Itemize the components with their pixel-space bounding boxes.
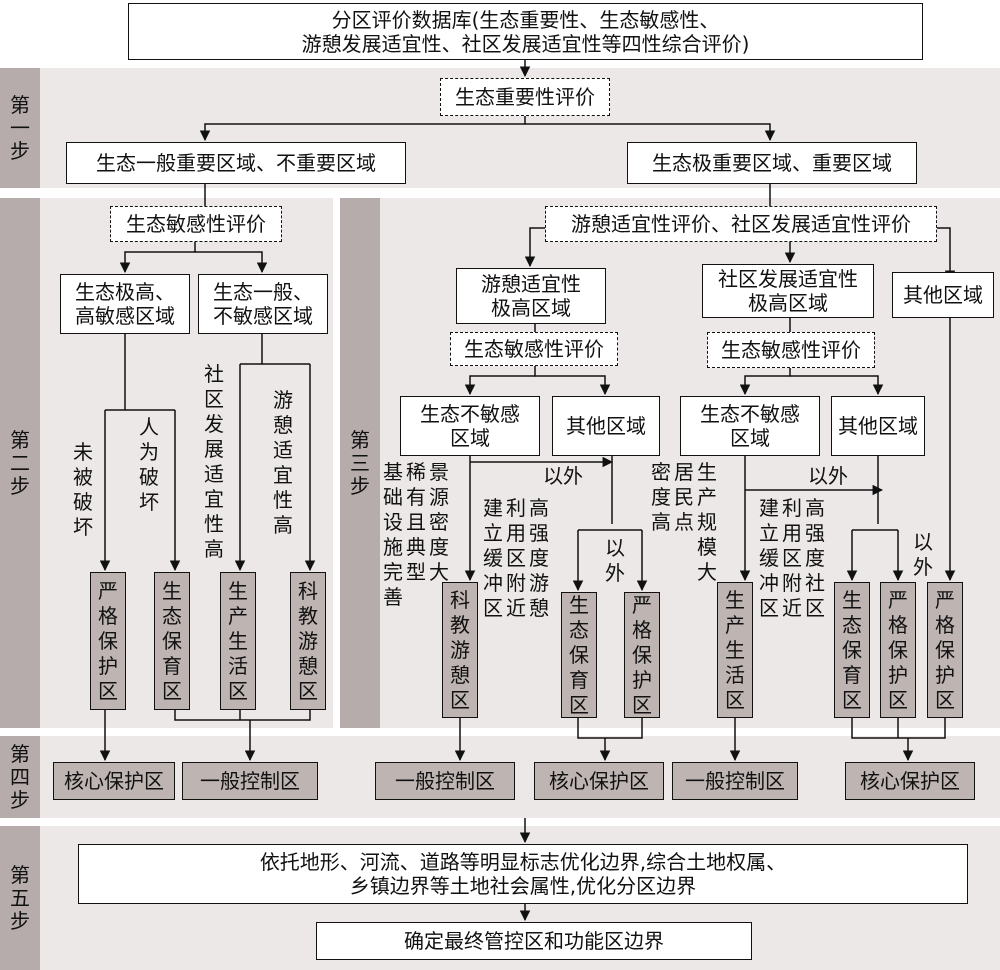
high-sensitivity-area-box: 生态极高、 高敏感区域 bbox=[60, 274, 190, 334]
step5-label: 第五步 bbox=[0, 826, 40, 970]
ecological-importance-eval-box: 生态重要性评价 bbox=[440, 78, 610, 116]
step2-sensitivity-eval-box: 生态敏感性评价 bbox=[110, 206, 282, 242]
label-undamaged: 未被破坏 bbox=[73, 440, 93, 539]
label-near-use-2: 利用区附近 bbox=[782, 496, 802, 620]
s3-rec-strict-protection-zone: 严格保护区 bbox=[624, 592, 660, 718]
community-high-area-box: 社区发展适宜性 极高区域 bbox=[702, 264, 874, 318]
s3-science-recreation-zone: 科教游憩区 bbox=[442, 582, 478, 718]
s4-general-control-1: 一般控制区 bbox=[182, 762, 318, 800]
step4-label: 第四步 bbox=[0, 736, 40, 818]
general-importance-area-box: 生态一般重要区域、不重要区域 bbox=[66, 142, 406, 184]
label-infrastructure: 基础设施完善 bbox=[383, 460, 403, 609]
rec-not-sensitive-box: 生态不敏感 区域 bbox=[400, 396, 540, 456]
s2-production-living-zone: 生产生活区 bbox=[220, 572, 256, 710]
s3-com-strict-protection-zone: 严格保护区 bbox=[880, 582, 916, 718]
s3-rec-eco-conservation-zone: 生态保育区 bbox=[561, 592, 597, 718]
com-other-area-box: 其他区域 bbox=[831, 396, 925, 456]
label-except-2: 以外 bbox=[808, 464, 848, 488]
optimize-boundary-box: 依托地形、河流、道路等明显标志优化边界,综合土地权属、 乡镇边界等土地社会属性,… bbox=[78, 844, 968, 904]
label-residential: 居民点 bbox=[674, 460, 694, 534]
com-not-sensitive-box: 生态不敏感 区域 bbox=[680, 396, 820, 456]
s3-com-eco-conservation-zone: 生态保育区 bbox=[834, 582, 870, 718]
s4-core-protection-1: 核心保护区 bbox=[53, 762, 175, 800]
s3-other-strict-protection-zone: 严格保护区 bbox=[927, 582, 963, 718]
high-importance-area-box: 生态极重要区域、重要区域 bbox=[627, 142, 917, 184]
label-production-scale: 生产规模大 bbox=[697, 460, 717, 584]
label-human-damage: 人为破坏 bbox=[139, 415, 159, 514]
com-sensitivity-eval-box: 生态敏感性评价 bbox=[707, 332, 875, 368]
s2-strict-protection-zone: 严格保护区 bbox=[90, 572, 126, 710]
label-high-recreation: 高强度游憩 bbox=[529, 496, 549, 620]
label-recreation-suitability: 游憩适宜性高 bbox=[273, 388, 293, 537]
label-scenic-density: 景源密度大 bbox=[429, 460, 449, 584]
s4-general-control-3: 一般控制区 bbox=[672, 762, 798, 800]
recreation-high-area-box: 游憩适宜性 极高区域 bbox=[456, 268, 606, 324]
suitability-eval-box: 游憩适宜性评价、社区发展适宜性评价 bbox=[545, 206, 937, 242]
final-boundary-box: 确定最终管控区和功能区边界 bbox=[316, 922, 752, 960]
step2-label: 第二步 bbox=[0, 198, 40, 728]
label-density-high: 密度高 bbox=[651, 460, 671, 534]
s4-core-protection-2: 核心保护区 bbox=[534, 762, 664, 800]
label-rare-typical: 稀有且典型 bbox=[406, 460, 426, 584]
database-box: 分区评价数据库(生态重要性、生态敏感性、 游憩发展适宜性、社区发展适宜性等四性综… bbox=[128, 3, 923, 60]
label-buffer-2: 建立缓冲区 bbox=[759, 496, 779, 620]
label-except-4: 以外 bbox=[913, 530, 933, 579]
rec-other-area-box: 其他区域 bbox=[552, 396, 660, 456]
step3-label: 第三步 bbox=[340, 198, 380, 728]
label-except-1: 以外 bbox=[543, 464, 583, 488]
label-buffer-1: 建立缓冲区 bbox=[483, 496, 503, 620]
s4-general-control-2: 一般控制区 bbox=[375, 762, 515, 800]
s4-core-protection-3: 核心保护区 bbox=[845, 762, 975, 800]
label-community-suitability: 社区发展适宜性高 bbox=[204, 362, 224, 561]
rec-sensitivity-eval-box: 生态敏感性评价 bbox=[450, 332, 618, 366]
s3-production-living-zone: 生产生活区 bbox=[717, 582, 753, 718]
s2-eco-conservation-zone: 生态保育区 bbox=[154, 572, 190, 710]
low-sensitivity-area-box: 生态一般、 不敏感区域 bbox=[198, 274, 328, 334]
s2-science-recreation-zone: 科教游憩区 bbox=[290, 572, 326, 710]
label-high-community: 高强度社区 bbox=[805, 496, 825, 620]
label-near-use-1: 利用区附近 bbox=[506, 496, 526, 620]
step1-label: 第一步 bbox=[0, 68, 40, 188]
other-area-top-box: 其他区域 bbox=[892, 272, 994, 318]
label-except-3: 以外 bbox=[605, 536, 625, 585]
